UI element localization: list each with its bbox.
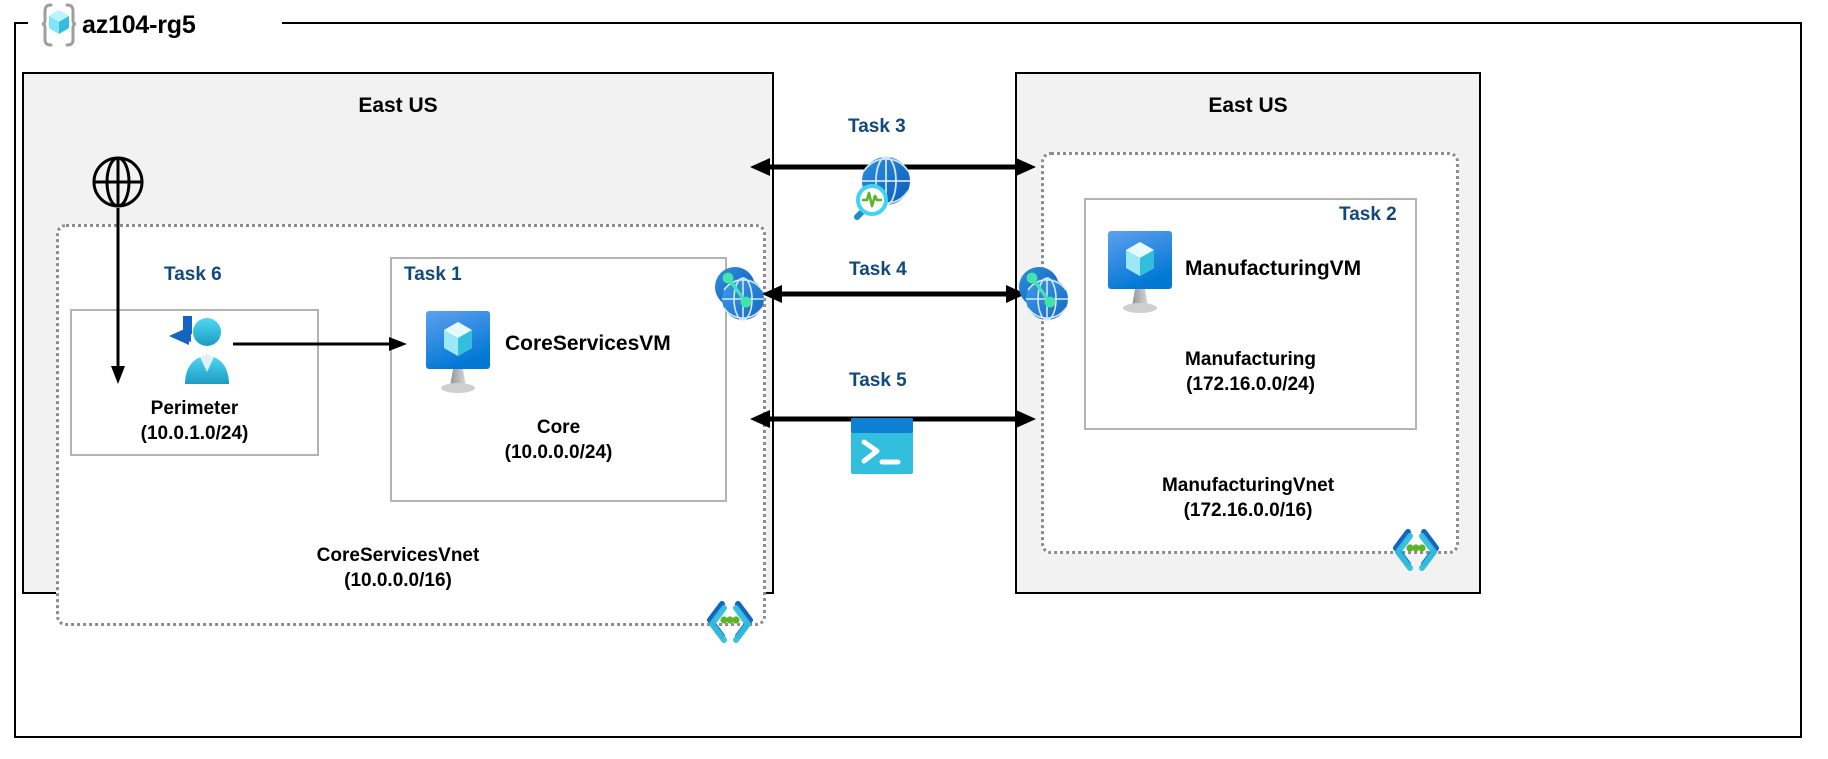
resource-group-frame (14, 22, 1802, 738)
vnet-coreservicesvnet-label: CoreServicesVnet (10.0.0.0/16) (24, 544, 772, 593)
vm-coreservicesvm-name: CoreServicesVM (505, 332, 671, 355)
vm-manufacturingvm-name: ManufacturingVM (1185, 257, 1362, 280)
subnet-manufacturing-cidr: (172.16.0.0/24) (1186, 373, 1315, 395)
resource-group-name: az104-rg5 (82, 10, 196, 39)
resource-group-title: az104-rg5 (28, 0, 282, 50)
region-manufacturing-label: East US (1208, 94, 1288, 117)
user-identity-icon (155, 314, 239, 386)
vnet-manufacturingvnet-name: ManufacturingVnet (1161, 475, 1335, 496)
vnet-manufacturingvnet-label: ManufacturingVnet (172.16.0.0/16) (1017, 474, 1479, 523)
vnet-coreservicesvnet-cidr: (10.0.0.0/16) (344, 569, 452, 591)
resource-group-icon (40, 3, 78, 47)
vnet-manufacturingvnet-cidr: (172.16.0.0/16) (1183, 499, 1313, 521)
subnet-core-cidr: (10.0.0.0/24) (504, 441, 613, 463)
subnet-perimeter-label: Perimeter (10.0.1.0/24) (72, 397, 317, 446)
cloud-shell-icon (851, 418, 913, 474)
region-core-east-us: East US CoreServicesVnet (10.0.0.0/16) P… (22, 72, 774, 643)
region-manufacturing-east-us: East US ManufacturingVnet (172.16.0.0/16… (1015, 72, 1481, 594)
virtual-machine-icon (425, 310, 491, 394)
subnet-core-name: Core (536, 417, 581, 438)
virtual-machine-icon (1107, 230, 1173, 314)
task-4-label: Task 4 (849, 259, 907, 280)
task-1-label: Task 1 (404, 264, 462, 285)
task-5-label: Task 5 (849, 370, 907, 391)
internet-globe-icon (92, 156, 144, 208)
subnet-core: Core (10.0.0.0/24) (390, 257, 727, 502)
region-core-label: East US (358, 94, 438, 117)
connector-task-4 (760, 280, 1028, 308)
subnet-core-label: Core (10.0.0.0/24) (392, 416, 725, 465)
code-brackets-icon (1392, 526, 1440, 571)
task-6-label: Task 6 (164, 264, 222, 285)
arrow-internet-to-perimeter (108, 208, 138, 388)
network-watcher-icon (846, 155, 922, 225)
subnet-manufacturing-label: Manufacturing (172.16.0.0/24) (1086, 348, 1415, 397)
task-2-label: Task 2 (1339, 204, 1397, 225)
subnet-perimeter-cidr: (10.0.1.0/24) (140, 422, 249, 444)
vnet-peering-icon (1014, 263, 1076, 325)
code-brackets-icon (706, 598, 754, 643)
arrow-perimeter-to-corevm (233, 331, 413, 357)
subnet-manufacturing-name: Manufacturing (1185, 349, 1316, 370)
vnet-coreservicesvnet-name: CoreServicesVnet (316, 545, 480, 566)
subnet-perimeter-name: Perimeter (150, 398, 239, 419)
task-3-label: Task 3 (848, 116, 906, 137)
vnet-peering-icon (710, 263, 772, 325)
